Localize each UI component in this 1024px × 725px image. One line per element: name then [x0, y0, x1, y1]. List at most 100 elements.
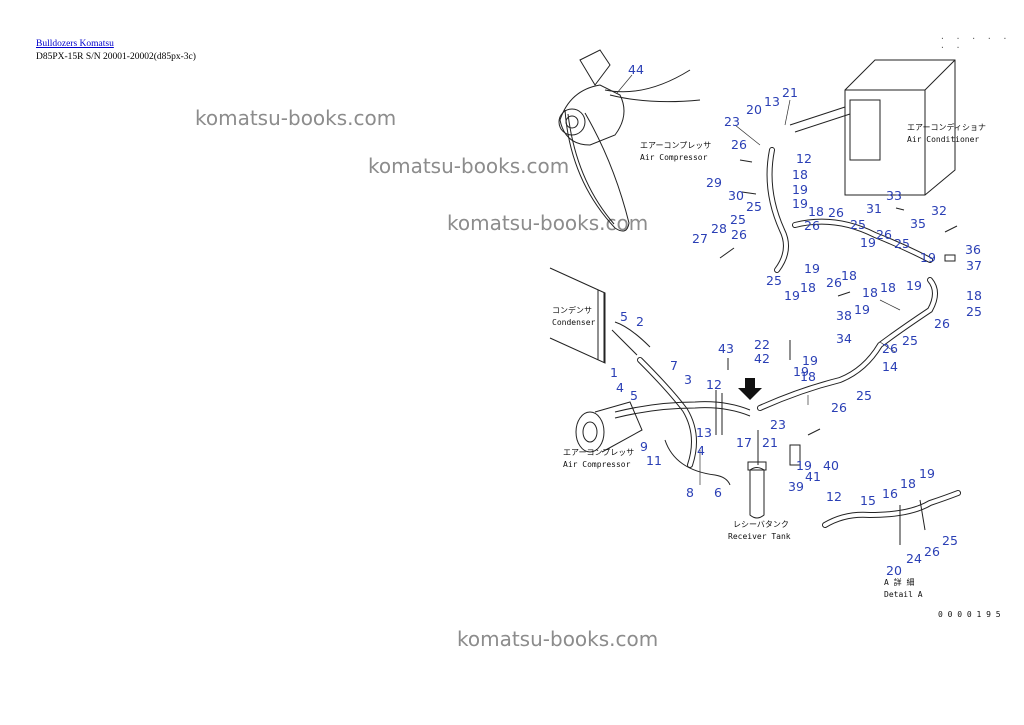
callout-18: 18	[792, 167, 808, 182]
callout-7: 1	[610, 365, 618, 380]
callout-29: 29	[706, 175, 722, 190]
callout-25: 25	[730, 212, 746, 227]
caption-compressor-bottom-jp: エアーコンプレッサ	[563, 448, 634, 457]
callout-19: 19	[804, 261, 820, 276]
callout-8: 8	[686, 485, 694, 500]
caption-compressor-top-jp: エアーコンプレッサ	[640, 141, 711, 150]
callout-26: 26	[934, 316, 950, 331]
callout-26: 26	[731, 137, 747, 152]
top-air-compressor	[558, 49, 701, 232]
corner-dots: . . . . . . .	[940, 32, 1011, 50]
callout-12: 12	[826, 489, 842, 504]
callout-14: 34	[836, 331, 852, 346]
callout-27: 27	[692, 231, 708, 246]
callout-25: 25	[966, 304, 982, 319]
model-serial-line: D85PX-15R S/N 20001-20002(d85px-3c)	[36, 52, 196, 62]
caption-air-conditioner-en: Air Conditioner	[907, 135, 979, 144]
callout-25: 25	[856, 388, 872, 403]
callout-6: 6	[714, 485, 722, 500]
callout-1: 2	[636, 314, 644, 329]
callout-12: 12	[796, 151, 812, 166]
callout-5: 43	[718, 341, 734, 356]
callout-17: 17	[736, 435, 752, 450]
callout-33: 31	[866, 201, 882, 216]
callout-4: 3	[684, 372, 692, 387]
callout-19: 19	[793, 364, 809, 379]
bulldozers-komatsu-link[interactable]: Bulldozers Komatsu	[36, 39, 114, 49]
callout-19: 19	[906, 278, 922, 293]
callout-21: 21	[762, 435, 778, 450]
callout-21: 21	[782, 85, 798, 100]
callout-15: 15	[860, 493, 876, 508]
callout-25: 25	[902, 333, 918, 348]
callout-23: 23	[770, 417, 786, 432]
callout-26: 26	[882, 341, 898, 356]
callout-19: 19	[796, 458, 812, 473]
callout-18: 18	[800, 280, 816, 295]
leader-lines	[616, 74, 901, 485]
callout-39: 39	[788, 479, 804, 494]
callout-19: 19	[854, 302, 870, 317]
callout-35: 32	[931, 203, 947, 218]
caption-compressor-top-en: Air Compressor	[640, 153, 708, 162]
callout-26: 26	[831, 400, 847, 415]
callout-18: 18	[808, 204, 824, 219]
callout-19: 19	[919, 466, 935, 481]
callout-18: 18	[900, 476, 916, 491]
air-conditioner-unit	[789, 59, 956, 196]
caption-detail-en: Detail A	[884, 590, 923, 599]
callout-16: 16	[882, 486, 898, 501]
detail-a	[822, 490, 961, 545]
caption-air-conditioner-jp: エアーコンディショナ	[907, 122, 986, 132]
callout-18: 18	[841, 268, 857, 283]
callout-18: 18	[880, 280, 896, 295]
callout-18: 18	[966, 288, 982, 303]
callout-36: 35	[910, 216, 926, 231]
callout-42: 22	[754, 337, 770, 352]
callout-30: 30	[728, 188, 744, 203]
callout-20: 20	[886, 563, 902, 578]
callout-19: 19	[920, 250, 936, 265]
callout-31: 26	[826, 275, 842, 290]
callout-38: 37	[966, 258, 982, 273]
callout-19: 19	[860, 235, 876, 250]
condenser	[549, 267, 606, 364]
caption-compressor-bottom-en: Air Compressor	[563, 460, 631, 469]
callout-2: 5	[620, 309, 628, 324]
callout-26: 26	[876, 227, 892, 242]
callout-43: 42	[754, 351, 770, 366]
callout-25: 25	[850, 217, 866, 232]
callout-41: 41	[805, 469, 821, 484]
arrow-icon	[738, 378, 762, 400]
fasteners	[719, 159, 958, 466]
caption-condenser-en: Condenser	[552, 318, 596, 327]
callout-25: 25	[746, 199, 762, 214]
callout-12: 12	[706, 377, 722, 392]
callout-18: 18	[800, 369, 816, 384]
caption-condenser-jp: コンデンサ	[552, 305, 592, 315]
callout-26: 26	[828, 205, 844, 220]
callout-18: 18	[862, 285, 878, 300]
callout-32: 33	[886, 188, 902, 203]
callout-40: 40	[823, 458, 839, 473]
callout-25: 25	[766, 273, 782, 288]
callout-26: 26	[731, 227, 747, 242]
watermark: komatsu-books.com	[195, 106, 397, 130]
caption-detail-jp: A 詳 細	[884, 577, 914, 587]
callout-26: 26	[924, 544, 940, 559]
callout-44: 44	[628, 62, 644, 77]
callout-9: 4	[697, 443, 705, 458]
bottom-air-compressor	[575, 401, 643, 453]
callout-9: 4	[616, 380, 624, 395]
watermark: komatsu-books.com	[368, 154, 570, 178]
hose-routing	[611, 147, 938, 486]
callout-25: 25	[894, 236, 910, 251]
callout-28: 28	[711, 221, 727, 236]
figure-code: 0 0 0 0 1 9 5	[938, 610, 1001, 619]
callout-34: 38	[836, 308, 852, 323]
callout-19: 19	[792, 182, 808, 197]
caption-receiver-jp: レシーバタンク	[733, 520, 789, 529]
callout-19: 19	[792, 196, 808, 211]
callout-3: 7	[670, 358, 678, 373]
